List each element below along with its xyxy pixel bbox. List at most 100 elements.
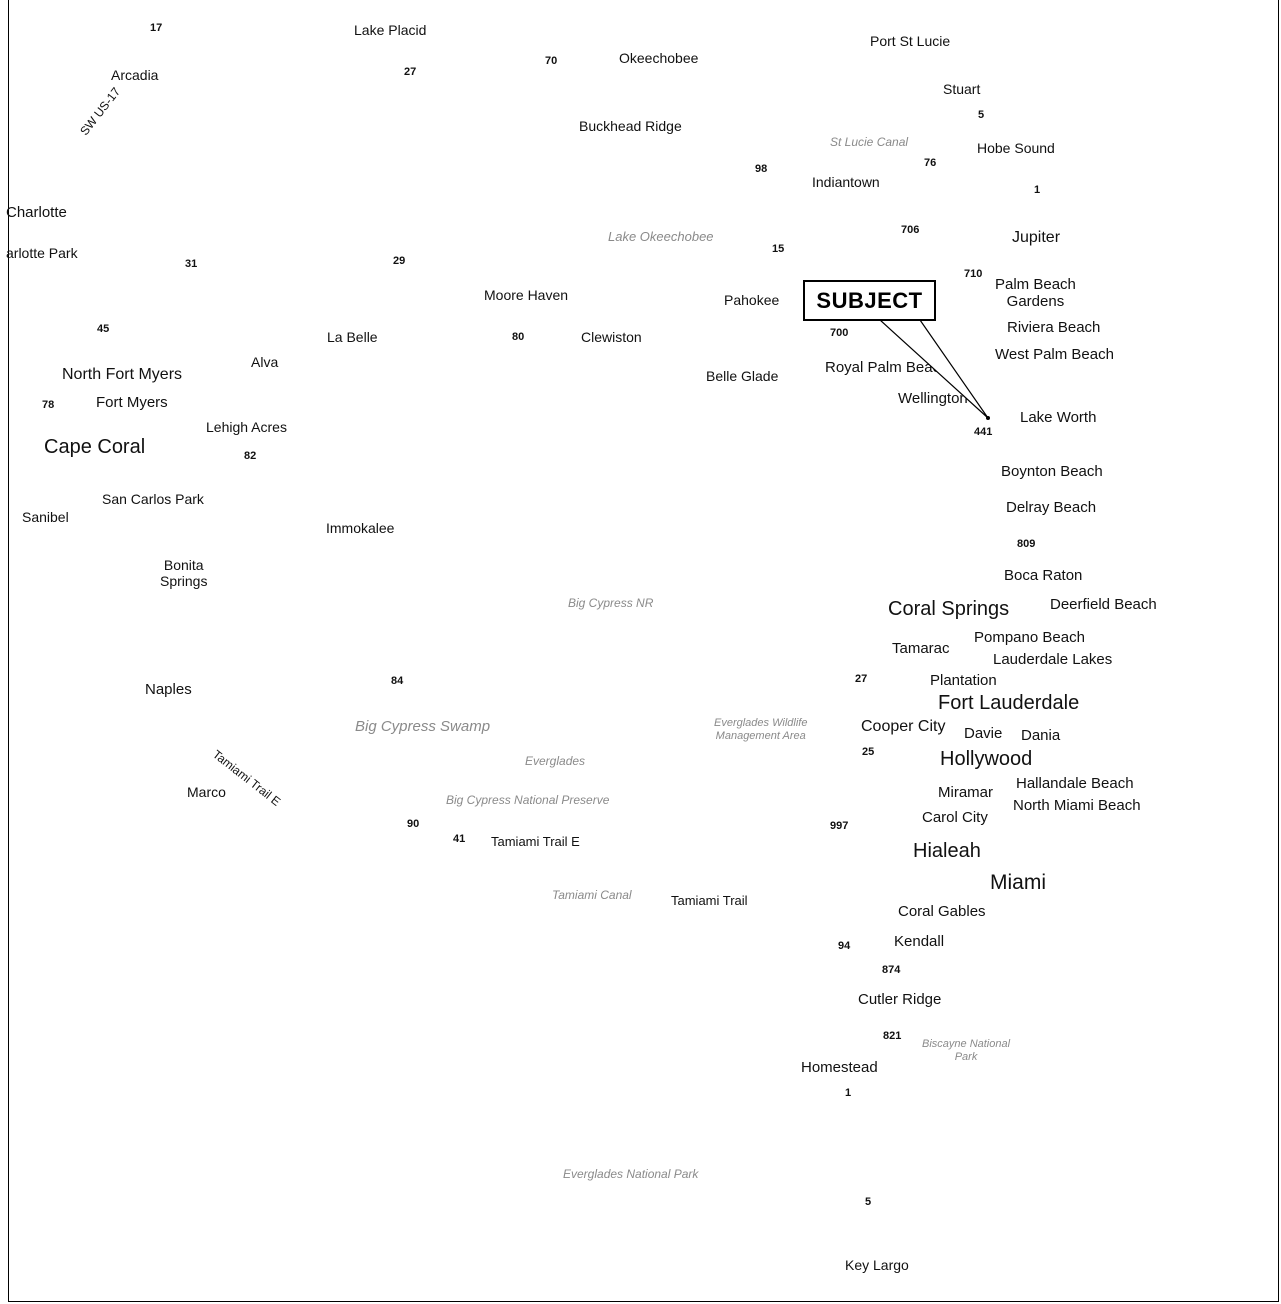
place-label: 710 [964, 268, 983, 280]
place-label: Hialeah [913, 840, 981, 862]
place-label: 29 [393, 255, 406, 267]
place-label: Okeechobee [619, 50, 699, 66]
place-label: Cape Coral [44, 436, 146, 458]
place-label: 441 [974, 426, 993, 438]
place-label: Carol City [922, 809, 988, 826]
place-label: Hallandale Beach [1016, 775, 1134, 792]
place-label: Moore Haven [484, 287, 569, 303]
place-label: Royal Palm Beach [825, 359, 949, 376]
place-label: Kendall [894, 933, 945, 950]
place-label: West Palm Beach [995, 346, 1114, 363]
place-label: Marco [187, 784, 226, 800]
place-label: Tamiami Trail E [491, 834, 580, 849]
place-label: Wellington [898, 390, 968, 407]
place-label: Plantation [930, 672, 997, 689]
place-label: Tamiami Canal [552, 888, 632, 902]
place-label: Clewiston [581, 329, 642, 345]
place-label: arlotte Park [6, 245, 78, 261]
place-label: Cooper City [861, 718, 946, 735]
place-label: Indiantown [812, 174, 880, 190]
place-label: 80 [512, 331, 525, 343]
place-label: Homestead [801, 1059, 878, 1076]
place-label: 78 [42, 399, 55, 411]
place-label: Pompano Beach [974, 629, 1085, 646]
place-label: 27 [404, 66, 417, 78]
place-label: 821 [883, 1030, 902, 1042]
map-frame [8, 0, 1279, 1302]
place-label: Charlotte [6, 204, 67, 221]
place-label: Delray Beach [1006, 499, 1097, 516]
place-label: Big Cypress NR [568, 596, 654, 610]
place-label: 997 [830, 820, 849, 832]
place-label: Lake Worth [1020, 409, 1097, 426]
place-label: Hobe Sound [977, 140, 1055, 156]
place-label: Naples [145, 681, 192, 698]
place-label: Boca Raton [1004, 567, 1083, 584]
place-label: Big Cypress National Preserve [446, 793, 610, 807]
place-label: Lake Okeechobee [608, 229, 714, 244]
place-label: North Fort Myers [62, 366, 183, 383]
place-label: 809 [1017, 538, 1036, 550]
place-label: Tamiami Trail [671, 893, 748, 908]
place-label: Arcadia [111, 67, 159, 83]
place-label: Fort Myers [96, 394, 168, 411]
place-label: Cutler Ridge [858, 991, 942, 1008]
place-label: 25 [862, 746, 875, 758]
place-label: Belle Glade [706, 368, 779, 384]
place-label: 5 [865, 1196, 872, 1208]
place-label: 706 [901, 224, 920, 236]
place-label: 17 [150, 22, 163, 34]
place-label: Tamarac [892, 640, 950, 657]
place-label: 27 [855, 673, 868, 685]
place-label: Palm Beach Gardens [995, 276, 1076, 311]
place-label: 874 [882, 964, 901, 976]
place-label: Lehigh Acres [206, 419, 287, 435]
place-label: 1 [1034, 184, 1041, 196]
place-label: 84 [391, 675, 404, 687]
place-label: Alva [251, 354, 279, 370]
place-label: Coral Springs [888, 598, 1010, 620]
place-label: Fort Lauderdale [938, 692, 1080, 714]
place-label: 1 [845, 1087, 852, 1099]
place-label: Coral Gables [898, 903, 986, 920]
place-label: 31 [185, 258, 198, 270]
subject-marker[interactable]: SUBJECT [803, 280, 936, 321]
place-label: Everglades Wildlife Management Area [714, 717, 808, 742]
place-label: Lauderdale Lakes [993, 651, 1113, 668]
place-label: Bonita Springs [160, 557, 208, 590]
place-label: Jupiter [1012, 229, 1061, 246]
place-label: Everglades National Park [563, 1167, 699, 1181]
place-label: Big Cypress Swamp [355, 718, 491, 735]
place-label: San Carlos Park [102, 491, 204, 507]
place-label: 41 [453, 833, 466, 845]
place-label: Boynton Beach [1001, 463, 1103, 480]
place-label: Riviera Beach [1007, 319, 1101, 336]
place-label: Everglades [525, 754, 586, 768]
place-label: 94 [838, 940, 851, 952]
place-label: Buckhead Ridge [579, 118, 682, 134]
place-label: St Lucie Canal [830, 135, 909, 149]
place-label: 76 [924, 157, 937, 169]
subject-marker-label: SUBJECT [816, 287, 923, 313]
place-label: Lake Placid [354, 22, 427, 38]
place-label: 82 [244, 450, 257, 462]
place-label: Port St Lucie [870, 33, 951, 49]
place-label: Hollywood [940, 748, 1033, 770]
place-label: Immokalee [326, 520, 395, 536]
place-label: 70 [545, 55, 558, 67]
place-label: Key Largo [845, 1257, 909, 1273]
place-label: 5 [978, 109, 985, 121]
place-label: Davie [964, 725, 1003, 742]
place-label: 45 [97, 323, 110, 335]
place-label: Dania [1021, 727, 1061, 744]
place-label: North Miami Beach [1013, 797, 1141, 814]
place-label: Sanibel [22, 509, 69, 525]
place-label: 90 [407, 818, 420, 830]
place-label: Pahokee [724, 292, 780, 308]
place-label: 98 [755, 163, 768, 175]
place-label: La Belle [327, 329, 378, 345]
place-label: Miramar [938, 784, 993, 801]
place-label: 700 [830, 327, 849, 339]
place-label: Biscayne National Park [922, 1038, 1011, 1063]
